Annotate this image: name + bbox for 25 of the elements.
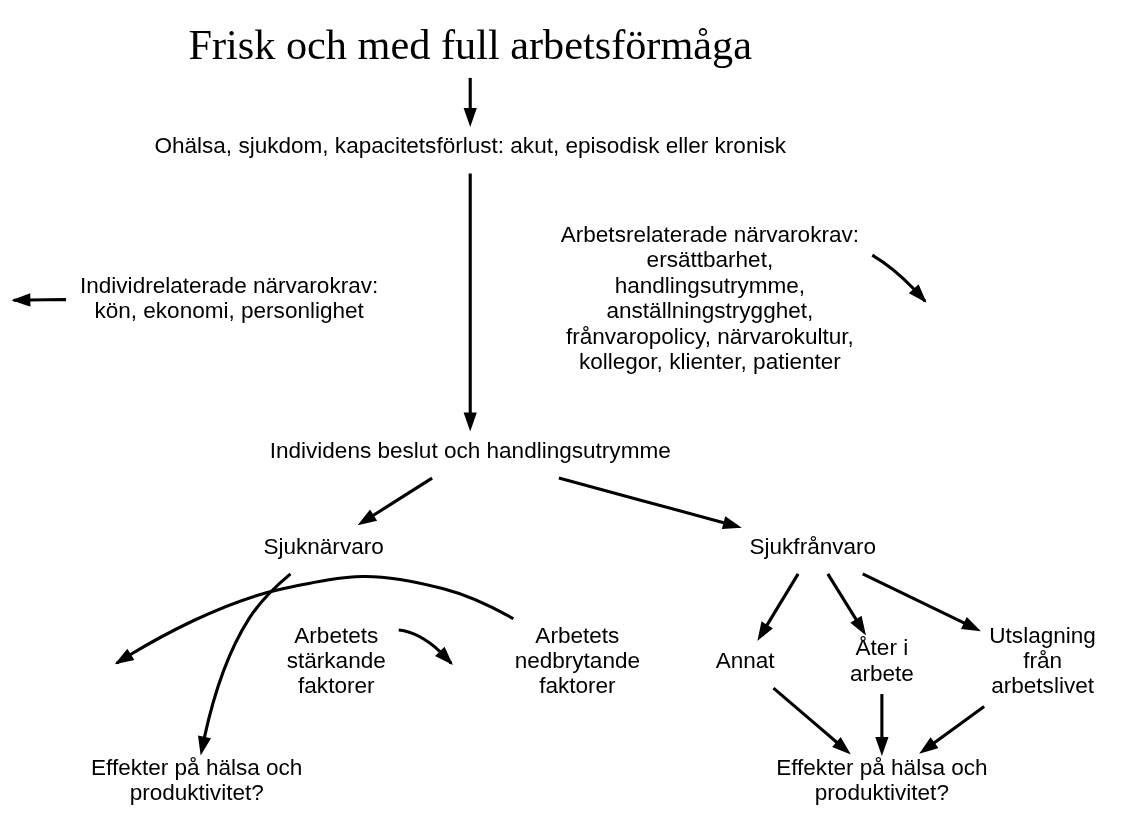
node-text: Åter i arbete bbox=[849, 634, 914, 686]
arrow bbox=[198, 572, 292, 755]
node-text: Individens beslut och handlingsutrymme bbox=[269, 437, 671, 463]
arrow bbox=[772, 686, 851, 754]
arrow bbox=[463, 77, 477, 127]
arrow bbox=[357, 476, 433, 525]
node-text: Effekter på hälsa och produktivitet? bbox=[91, 754, 303, 805]
node-text: Sjuknärvaro bbox=[263, 533, 384, 559]
node-text: Frisk och med full arbetsförmåga bbox=[188, 20, 753, 68]
node-text: Individrelaterade närvarokrav: kön, ekonomi, personlighet bbox=[80, 272, 379, 323]
node-text: Annat bbox=[715, 647, 775, 673]
node-text: Utslagning från arbetslivet bbox=[989, 621, 1096, 698]
arrow bbox=[463, 173, 477, 431]
arrow bbox=[558, 475, 742, 529]
arrow bbox=[919, 704, 986, 754]
node-text: Sjukfrånvaro bbox=[749, 533, 877, 559]
arrow bbox=[757, 572, 800, 641]
node-text: Arbetets stärkande faktorer bbox=[286, 621, 386, 698]
arrow bbox=[826, 572, 866, 635]
node-text: Effekter på hälsa och produktivitet? bbox=[776, 754, 988, 805]
node-text: Arbetets nedbrytande faktorer bbox=[514, 621, 641, 698]
arrow bbox=[862, 572, 981, 631]
node-text: Ohälsa, sjukdom, kapacitetsförlust: akut, episodisk eller kronisk bbox=[154, 132, 787, 158]
arrow bbox=[875, 693, 889, 756]
node-text: Arbetsrelaterade närvarokrav: ersättbarhet, handlingsutrymme, anställningstrygghet, frånvaropolicy, närvarokultur, kollegor, klienter, patienter bbox=[560, 221, 860, 374]
